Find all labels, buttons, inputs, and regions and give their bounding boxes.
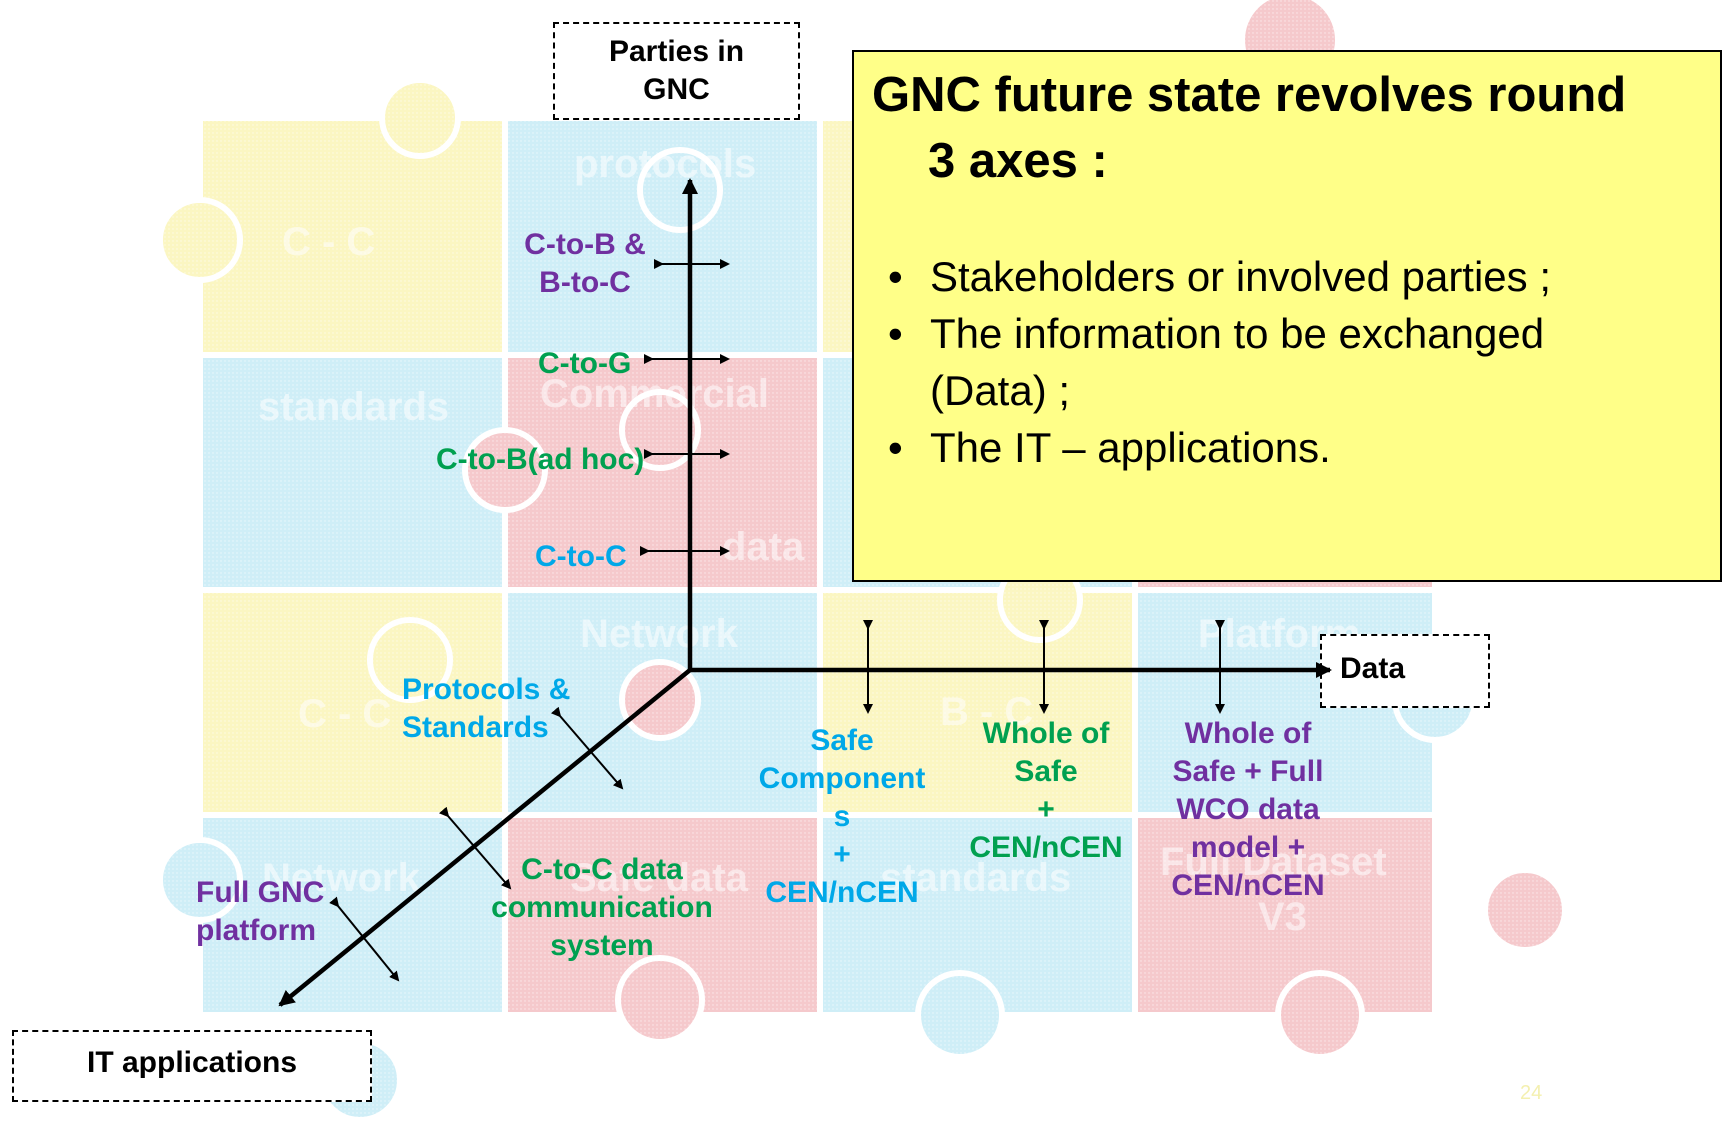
label-c2b-b2c: C-to-B & B-to-C [500, 226, 670, 302]
label-whole-full-wco: Whole of Safe + Full WCO data model + CE… [1148, 715, 1348, 905]
label-whole-full-wco-line4: model + [1190, 831, 1306, 864]
label-c2c-system: C-to-C data communication system [480, 851, 724, 965]
label-c2b-b2c-line2: B-to-C [539, 266, 631, 299]
puzzle-word-c-c-mid: C - C [298, 692, 392, 736]
label-whole-of-safe-line3: + [1037, 793, 1055, 826]
label-c2g: C-to-G [538, 347, 632, 380]
label-whole-full-wco-line2: Safe + Full [1172, 755, 1324, 788]
label-full-gnc-platform: Full GNC platform [196, 874, 324, 950]
puzzle-word-network-mid: Network [580, 612, 738, 656]
label-c2c-system-line1: C-to-C data [521, 853, 683, 886]
label-safe-components-line4: + [833, 838, 851, 871]
label-c2c-system-line3: system [550, 929, 654, 962]
label-safe-components: Safe Component s + CEN/nCEN [742, 722, 942, 912]
callout-bullet-line1: Stakeholders or involved parties ; [930, 253, 1551, 300]
label-whole-full-wco-line1: Whole of [1184, 717, 1312, 750]
puzzle-word-data: data [722, 525, 805, 569]
label-whole-full-wco-line5: CEN/nCEN [1171, 869, 1325, 902]
label-c2c-system-line2: communication [491, 891, 713, 924]
callout-title: GNC future state revolves round 3 axes : [872, 62, 1700, 194]
summary-callout: GNC future state revolves round 3 axes :… [852, 50, 1722, 582]
parties-axis-title-line2: GNC [643, 73, 710, 106]
callout-bullet: • The information to be exchanged (Data)… [872, 305, 1700, 419]
it-level-marker-c2c-system [438, 806, 512, 890]
puzzle-word-safe-data: Safe data [570, 856, 748, 900]
label-c2b-adhoc: C-to-B(ad hoc) [436, 443, 645, 476]
it-axis-title: IT applications [86, 1046, 298, 1079]
callout-bullet: • Stakeholders or involved parties ; [872, 248, 1700, 305]
label-whole-of-safe: Whole of Safe + CEN/nCEN [946, 715, 1146, 867]
label-whole-of-safe-line2: Safe [1014, 755, 1078, 788]
data-axis-title: Data [1340, 652, 1406, 685]
puzzle-word-network-low: Network [262, 856, 420, 900]
puzzle-word-commercial: Commercial [540, 372, 769, 416]
bullet-icon: • [888, 424, 903, 471]
label-whole-of-safe-line4: CEN/nCEN [969, 831, 1123, 864]
label-safe-components-line2: Component [758, 762, 926, 795]
it-axis-box [12, 1030, 372, 1102]
data-axis-box [1320, 634, 1490, 708]
parties-axis-title-line1: Parties in [608, 35, 745, 68]
callout-title-line1: GNC future state revolves round [872, 68, 1627, 122]
label-c2b-b2c-line1: C-to-B & [524, 228, 646, 261]
parties-axis-box [553, 22, 800, 120]
puzzle-word-v3: V3 [1258, 895, 1307, 939]
label-full-gnc-line1: Full GNC [196, 876, 325, 909]
callout-title-line2: 3 axes : [928, 134, 1108, 188]
label-full-gnc-line2: platform [196, 914, 316, 947]
label-safe-components-line3: s [833, 800, 851, 833]
callout-bullet-list: • Stakeholders or involved parties ; • T… [872, 248, 1700, 476]
puzzle-word-standards-low: standards [880, 856, 1072, 900]
label-c2c: C-to-C [535, 540, 627, 573]
bullet-icon: • [888, 310, 903, 357]
bullet-icon: • [888, 253, 903, 300]
puzzle-word-c-c-top: C - C [282, 220, 376, 264]
callout-bullet: • The IT – applications. [872, 419, 1700, 476]
puzzle-word-protocols: protocols [574, 142, 757, 186]
label-safe-components-line5: CEN/nCEN [765, 876, 919, 909]
label-protocols-standards: Protocols & Standards [402, 671, 570, 747]
label-protocols-line1: Protocols & [402, 673, 571, 706]
puzzle-word-full-dataset: Full Dataset [1160, 840, 1387, 884]
callout-bullet-line2: (Data) ; [930, 367, 1071, 414]
callout-bullet-line1: The information to be exchanged [930, 310, 1545, 357]
puzzle-word-standards-left: standards [258, 385, 450, 429]
callout-bullet-line1: The IT – applications. [930, 424, 1331, 471]
it-level-marker-full-gnc [329, 896, 400, 982]
label-safe-components-line1: Safe [810, 724, 874, 757]
parties-axis-title: Parties in GNC [553, 33, 800, 109]
label-whole-full-wco-line3: WCO data [1176, 793, 1320, 826]
label-whole-of-safe-line1: Whole of [982, 717, 1110, 750]
puzzle-word-b-c: B - C [940, 690, 1034, 734]
label-protocols-line2: Standards [402, 711, 549, 744]
page-number: 24 [1520, 1082, 1543, 1104]
it-level-marker-protocols [550, 706, 624, 790]
